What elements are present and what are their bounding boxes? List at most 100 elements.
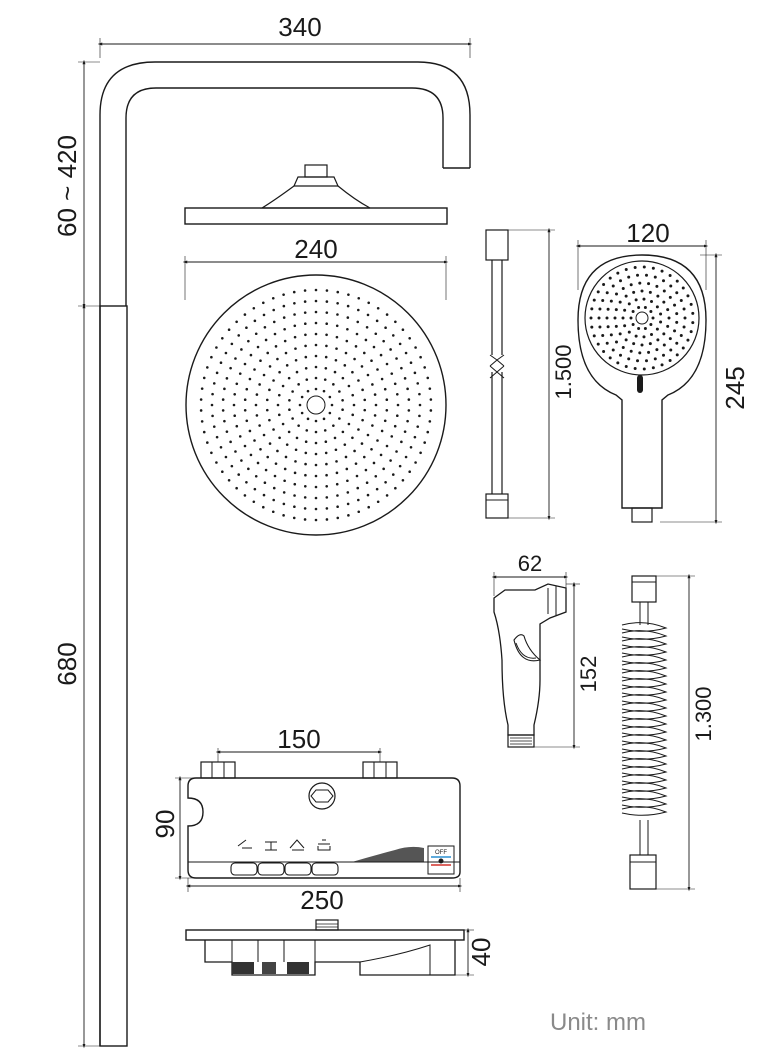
nozzle-dot <box>643 306 647 310</box>
nozzle-dot <box>243 398 247 401</box>
nozzle-dot <box>265 408 269 412</box>
nozzle-dot <box>271 296 275 300</box>
nozzle-dot <box>365 326 369 329</box>
nozzle-dot <box>662 353 665 357</box>
nozzle-dot <box>233 414 236 418</box>
dim-245: 245 <box>660 252 750 525</box>
nozzle-dot <box>627 330 631 334</box>
bottom-connector-1 <box>232 962 254 974</box>
nozzle-dot <box>223 419 226 423</box>
nozzle-dot <box>637 326 641 330</box>
nozzle-dot <box>347 293 350 296</box>
nozzle-dot <box>235 320 238 324</box>
dim-62: 62 <box>491 551 569 596</box>
nozzle-dot <box>640 289 644 293</box>
nozzle-dot <box>347 422 351 426</box>
nozzle-dot <box>366 433 370 437</box>
nozzle-dot <box>221 409 225 412</box>
nozzle-dot <box>418 414 421 418</box>
nozzle-dot <box>254 403 258 407</box>
nozzle-dot <box>638 281 642 285</box>
nozzle-dot <box>351 413 355 417</box>
nozzle-dot <box>210 403 214 407</box>
nozzle-dot <box>367 505 371 509</box>
nozzle-dot <box>259 447 262 451</box>
nozzle-dot <box>682 307 686 311</box>
nozzle-dot <box>385 313 389 316</box>
nozzle-dot <box>304 440 308 444</box>
nozzle-dot <box>414 346 417 349</box>
nozzle-dot <box>272 498 276 502</box>
nozzle-dot <box>268 418 271 422</box>
nozzle-dot <box>200 387 204 390</box>
nozzle-dot <box>234 357 237 360</box>
nozzle-dot <box>621 316 625 320</box>
nozzle-dot <box>650 332 653 336</box>
nozzle-dot <box>689 330 693 334</box>
nozzle-dot <box>346 479 349 483</box>
nozzle-dot <box>675 353 679 357</box>
nozzle-dot <box>328 395 332 399</box>
nozzle-dot <box>611 348 615 352</box>
nozzle-dot <box>283 339 287 343</box>
nozzle-dot <box>689 302 693 306</box>
nozzle-dot <box>362 351 366 355</box>
nozzle-dot <box>418 392 421 396</box>
coil-loop <box>621 806 668 816</box>
nozzle-dot <box>647 282 651 286</box>
nozzle-dot <box>200 420 204 423</box>
nozzle-dot <box>679 299 683 303</box>
dim-150: 150 <box>215 724 383 762</box>
nozzle-dot <box>293 482 297 486</box>
nozzle-dot <box>406 387 409 391</box>
nozzle-dot <box>351 393 355 397</box>
control-panel-bottom <box>185 919 465 976</box>
nozzle-dot <box>325 518 329 521</box>
nozzle-dot <box>206 366 209 369</box>
nozzle-dot <box>243 444 247 448</box>
nozzle-dot <box>272 379 275 382</box>
nozzle-dot <box>303 289 307 292</box>
nozzle-dot <box>304 333 307 337</box>
nozzle-dot <box>287 430 291 434</box>
nozzle-dot <box>357 510 361 514</box>
nozzle-dot <box>379 453 383 457</box>
nozzle-dot <box>221 336 224 340</box>
coil-loop <box>621 734 668 744</box>
nozzle-dot <box>276 449 279 453</box>
nozzle-dot <box>345 339 349 343</box>
nozzle-dot <box>614 324 618 328</box>
nozzle-dot <box>363 398 367 402</box>
nozzle-dot <box>407 398 411 401</box>
nozzle-dot <box>281 422 285 426</box>
nozzle-dot <box>362 455 366 459</box>
coil-loop <box>621 694 668 704</box>
panel-button-3 <box>284 862 312 876</box>
nozzle-dot <box>364 468 368 472</box>
nozzle-dot <box>314 485 318 489</box>
nozzle-dot <box>681 346 685 350</box>
coil-loop <box>621 654 668 664</box>
nozzle-dot <box>314 452 318 456</box>
nozzle-dot <box>341 376 345 380</box>
nozzle-dot <box>365 481 369 485</box>
nozzle-dot <box>636 359 640 363</box>
nozzle-dot <box>300 411 304 415</box>
nozzle-dot <box>314 365 318 369</box>
nozzle-dot <box>332 424 335 427</box>
nozzle-dot <box>346 491 350 494</box>
nozzle-dot <box>240 348 243 351</box>
nozzle-dot <box>653 275 657 279</box>
handheld-nozzles <box>589 265 695 371</box>
nozzle-dot <box>291 417 294 420</box>
nozzle-dot <box>669 348 673 352</box>
nozzle-dot <box>249 453 253 457</box>
nozzle-dot <box>306 417 310 421</box>
nozzle-dot <box>631 310 635 314</box>
nozzle-dot <box>401 479 405 482</box>
nozzle-dot <box>426 430 430 434</box>
nozzle-dot <box>643 326 647 330</box>
coil-loops <box>621 622 668 816</box>
nozzle-dot <box>314 463 318 467</box>
nozzle-dot <box>384 326 387 330</box>
